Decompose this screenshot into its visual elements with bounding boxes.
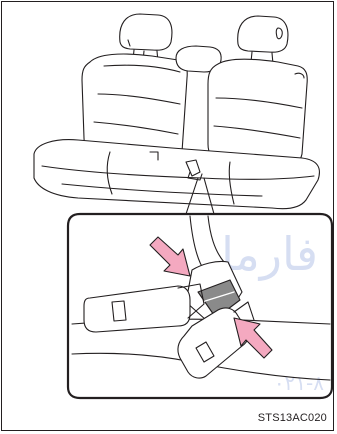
rear-seat-illustration: فارما ۰۲۱-۸ — [2, 2, 335, 432]
svg-text:۰۲۱-۸: ۰۲۱-۸ — [274, 371, 324, 395]
illustration-frame: فارما ۰۲۱-۸ STS13AC020 — [1, 1, 334, 431]
watermark-text: فارما — [221, 227, 318, 281]
figure-code: STS13AC020 — [258, 412, 327, 424]
right-headrest — [238, 16, 288, 64]
right-seatback — [208, 59, 307, 165]
